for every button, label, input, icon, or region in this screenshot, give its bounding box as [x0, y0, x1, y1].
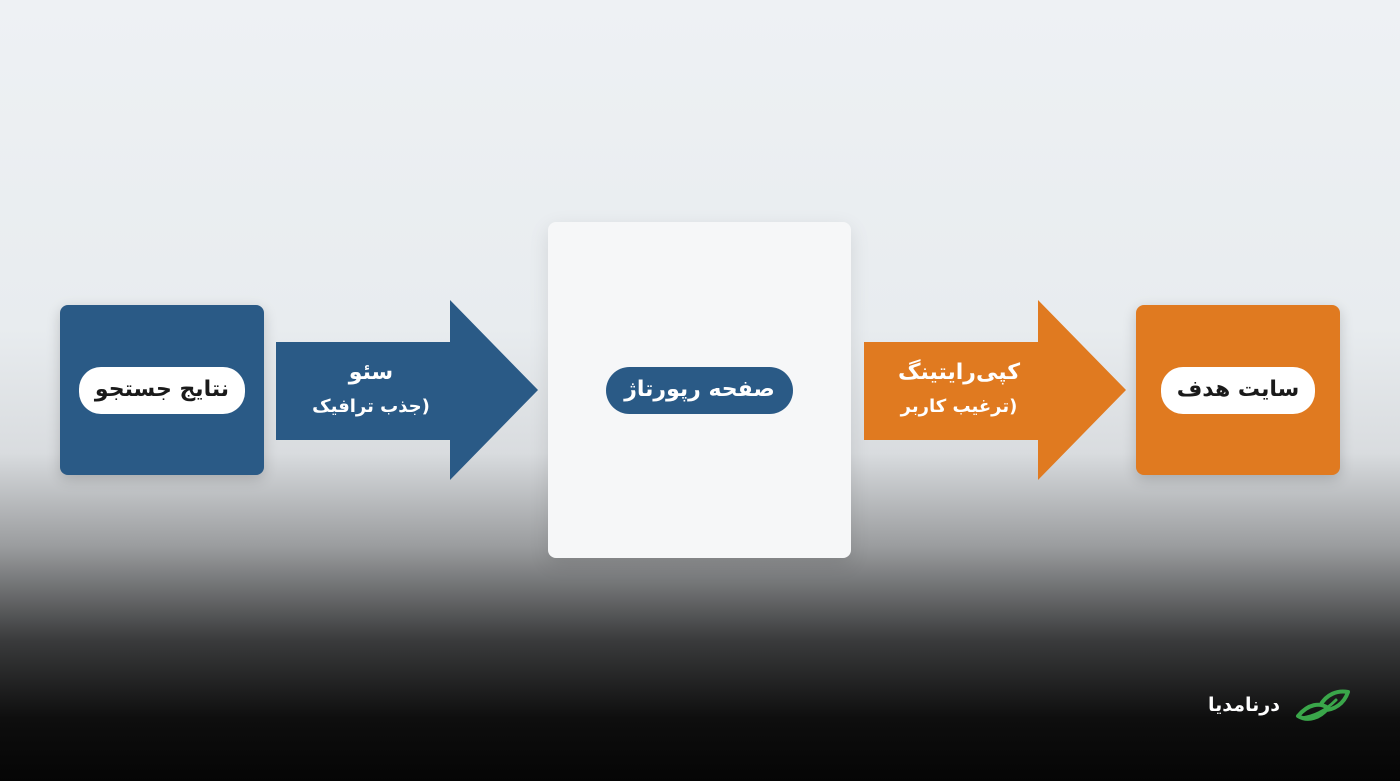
node-target-site-label: سایت هدف [1160, 366, 1316, 414]
node-search-results-label: نتایج جستجو [78, 366, 246, 414]
arrow-copywriting: کپی‌رایتینگ (ترغیب کاربر [864, 300, 1126, 480]
arrow-seo-label: سئو [348, 360, 394, 385]
arrow-copywriting-label: کپی‌رایتینگ [898, 360, 1020, 385]
arrow-seo-shape [276, 300, 538, 480]
node-search-results: نتایج جستجو [60, 305, 264, 475]
node-reportage-page-label: صفحه رپورتاژ [606, 366, 793, 414]
node-reportage-page: صفحه رپورتاژ [548, 222, 851, 558]
arrow-copywriting-sublabel: (ترغیب کاربر [900, 396, 1018, 417]
brand-name: درنامدیا [1208, 694, 1280, 716]
leaf-logo-icon [1296, 689, 1350, 721]
arrow-seo: سئو (جذب ترافیک [276, 300, 538, 480]
node-target-site: سایت هدف [1136, 305, 1340, 475]
brand-logo: درنامدیا [1208, 686, 1353, 730]
arrow-copywriting-shape [864, 300, 1126, 480]
arrow-seo-sublabel: (جذب ترافیک [312, 396, 430, 417]
